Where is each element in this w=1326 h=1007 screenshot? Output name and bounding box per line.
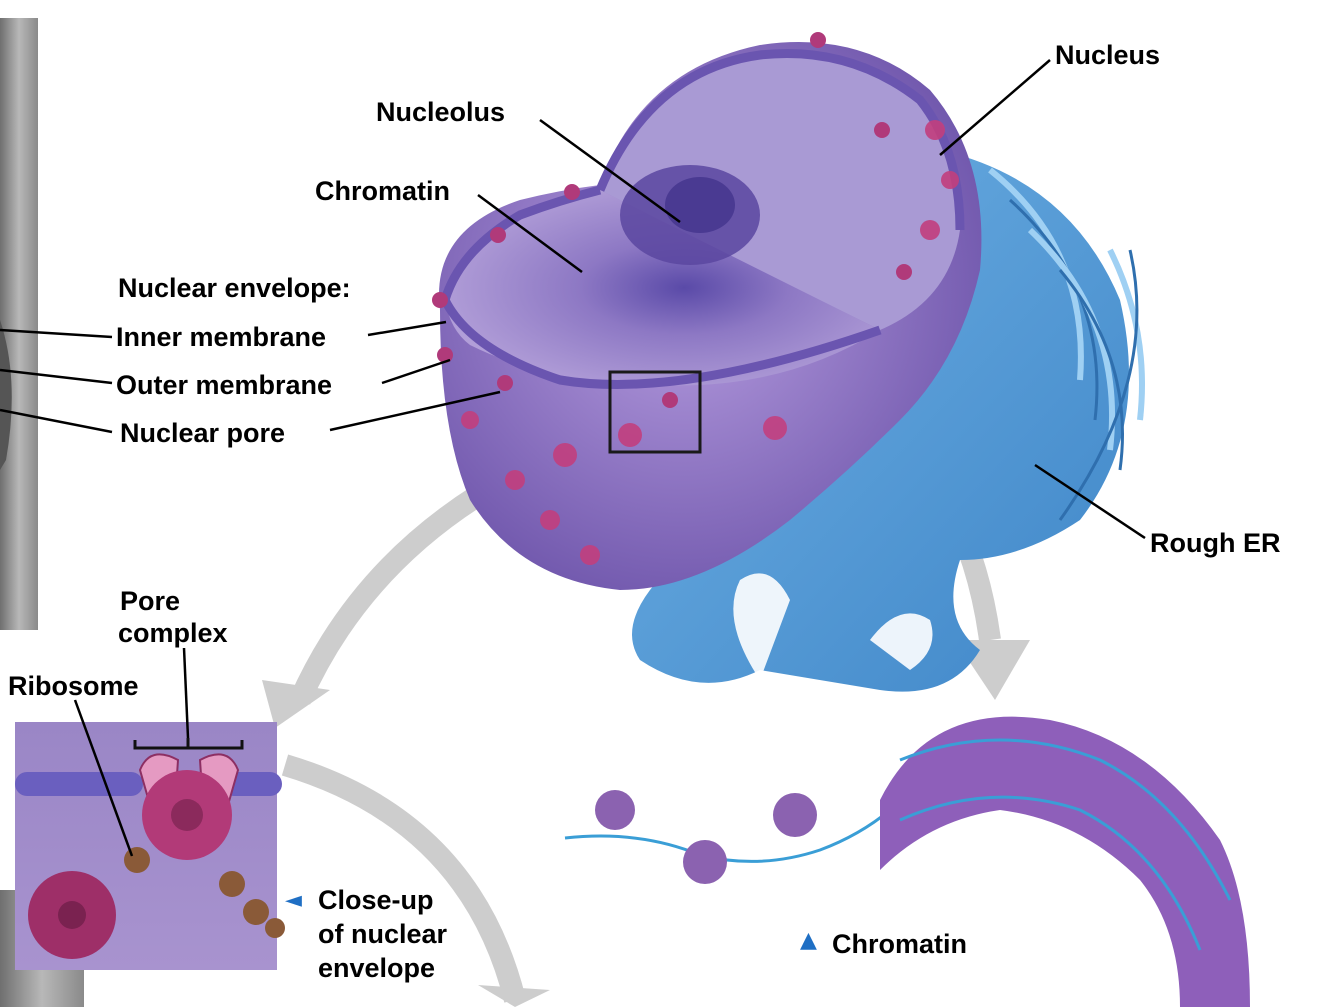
chromatin-fiber xyxy=(565,717,1250,1007)
label-pore-complex-line2: complex xyxy=(118,617,228,649)
label-closeup-line2: of nuclear xyxy=(318,918,447,950)
label-chromatin: Chromatin xyxy=(315,175,450,207)
label-chromatin-caption: Chromatin xyxy=(832,928,967,960)
chromatin-pointer-icon: ▲ xyxy=(800,928,817,953)
label-closeup-line1: Close-up xyxy=(318,884,434,916)
label-closeup-line3: envelope xyxy=(318,952,435,984)
chromatin-coil xyxy=(880,717,1250,1007)
ribosome-dot xyxy=(124,847,150,873)
label-rough-er: Rough ER xyxy=(1150,527,1280,559)
label-nucleus: Nucleus xyxy=(1055,39,1160,71)
label-nuclear-envelope: Nuclear envelope: xyxy=(118,272,351,304)
micrograph-left-edge xyxy=(0,18,38,630)
label-nuclear-pore: Nuclear pore xyxy=(120,417,285,449)
closeup-inset xyxy=(15,722,285,970)
label-outer-membrane: Outer membrane xyxy=(116,369,332,401)
closeup-pointer-icon: ◄ xyxy=(285,888,302,913)
label-nucleolus: Nucleolus xyxy=(376,96,505,128)
label-inner-membrane: Inner membrane xyxy=(116,321,326,353)
label-ribosome: Ribosome xyxy=(8,670,139,702)
label-pore-complex-line1: Pore xyxy=(120,585,180,617)
